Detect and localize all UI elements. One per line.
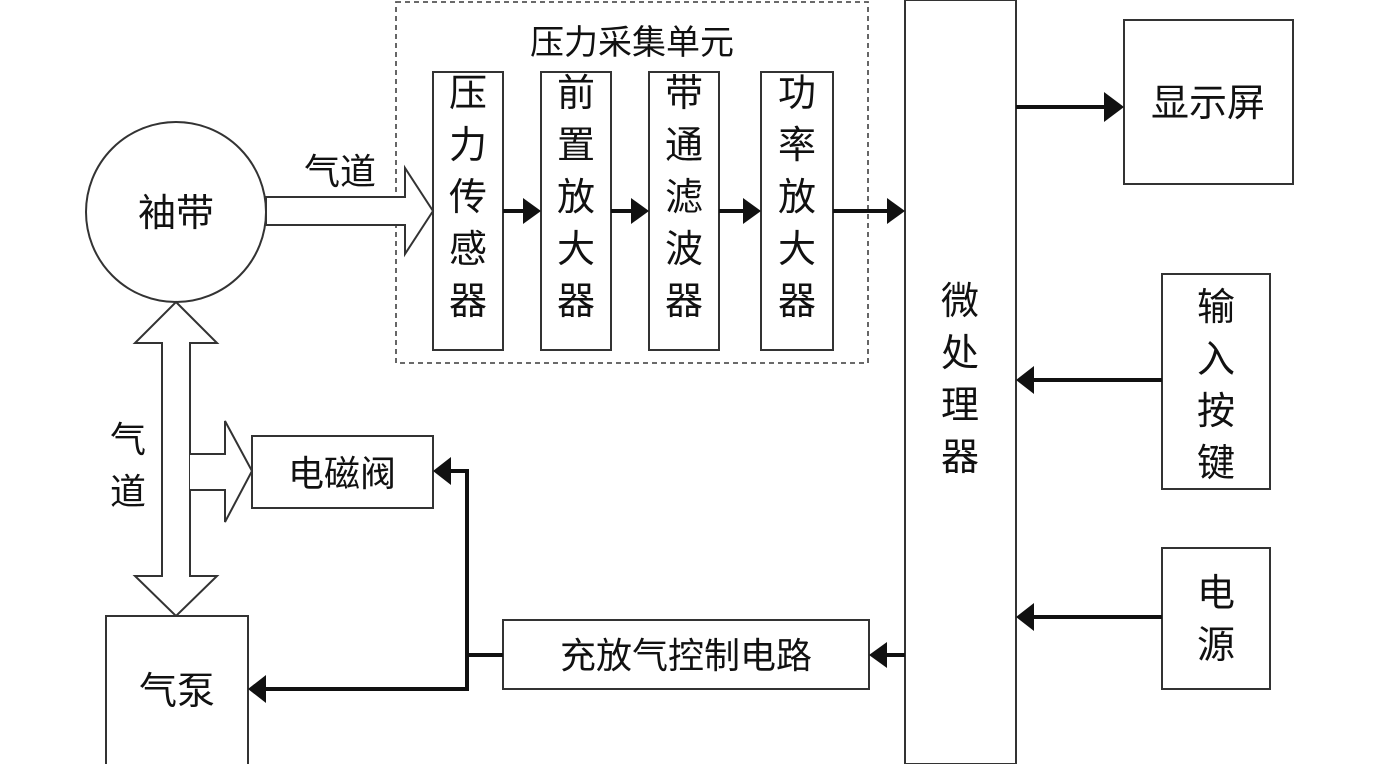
arrow-power-to-microprocessor [1016, 603, 1162, 631]
power-label: 电源 [1197, 571, 1235, 667]
solenoid-valve-label: 电磁阀 [288, 454, 396, 495]
arrow-input-keys-to-microprocessor [1016, 366, 1162, 394]
acquisition-unit-title: 压力采集单元 [530, 23, 734, 63]
solenoid-valve-box [251, 435, 434, 509]
stage-arrow-2 [611, 198, 649, 224]
stage-arrow-1 [503, 198, 541, 224]
air-pump-box [105, 615, 249, 764]
arrow-microprocessor-to-display [1016, 92, 1124, 122]
acquisition-unit-border [395, 1, 869, 364]
inflate-deflate-circuit-box [502, 619, 870, 690]
preamplifier-box [540, 71, 612, 351]
bandpass-filter-label: 带通滤波器 [665, 71, 703, 323]
bandpass-filter-box [648, 71, 720, 351]
stage-arrow-3 [719, 198, 761, 224]
airway-arrow-to-sensor [265, 164, 435, 258]
air-pump-label: 气泵 [139, 669, 215, 713]
arrow-circuit-to-valve-and-pump [248, 457, 503, 703]
power-amplifier-label: 功率放大器 [778, 71, 816, 323]
airway-top-label: 气道 [304, 152, 376, 193]
arrow-amplifier-to-microprocessor [833, 198, 905, 224]
microprocessor-box [904, 0, 1017, 764]
inflate-deflate-circuit-label: 充放气控制电路 [560, 636, 812, 677]
display-label: 显示屏 [1151, 81, 1265, 125]
arrow-microprocessor-to-circuit [869, 642, 905, 668]
cuff-label: 袖带 [138, 191, 214, 235]
input-keys-label: 输入按键 [1197, 285, 1235, 485]
airway-arrow-to-valve [190, 420, 254, 523]
pressure-acquisition-unit: 压力采集单元 压力传感器 前置放大器 带通滤波器 功率放大器 [395, 1, 869, 364]
power-box [1161, 547, 1271, 690]
preamplifier-label: 前置放大器 [557, 71, 595, 323]
airway-left-label: 气道 [110, 420, 146, 513]
microprocessor-label: 微处理器 [941, 279, 979, 479]
input-keys-box [1161, 273, 1271, 490]
pressure-sensor-label: 压力传感器 [449, 71, 487, 323]
display-box [1123, 19, 1294, 185]
